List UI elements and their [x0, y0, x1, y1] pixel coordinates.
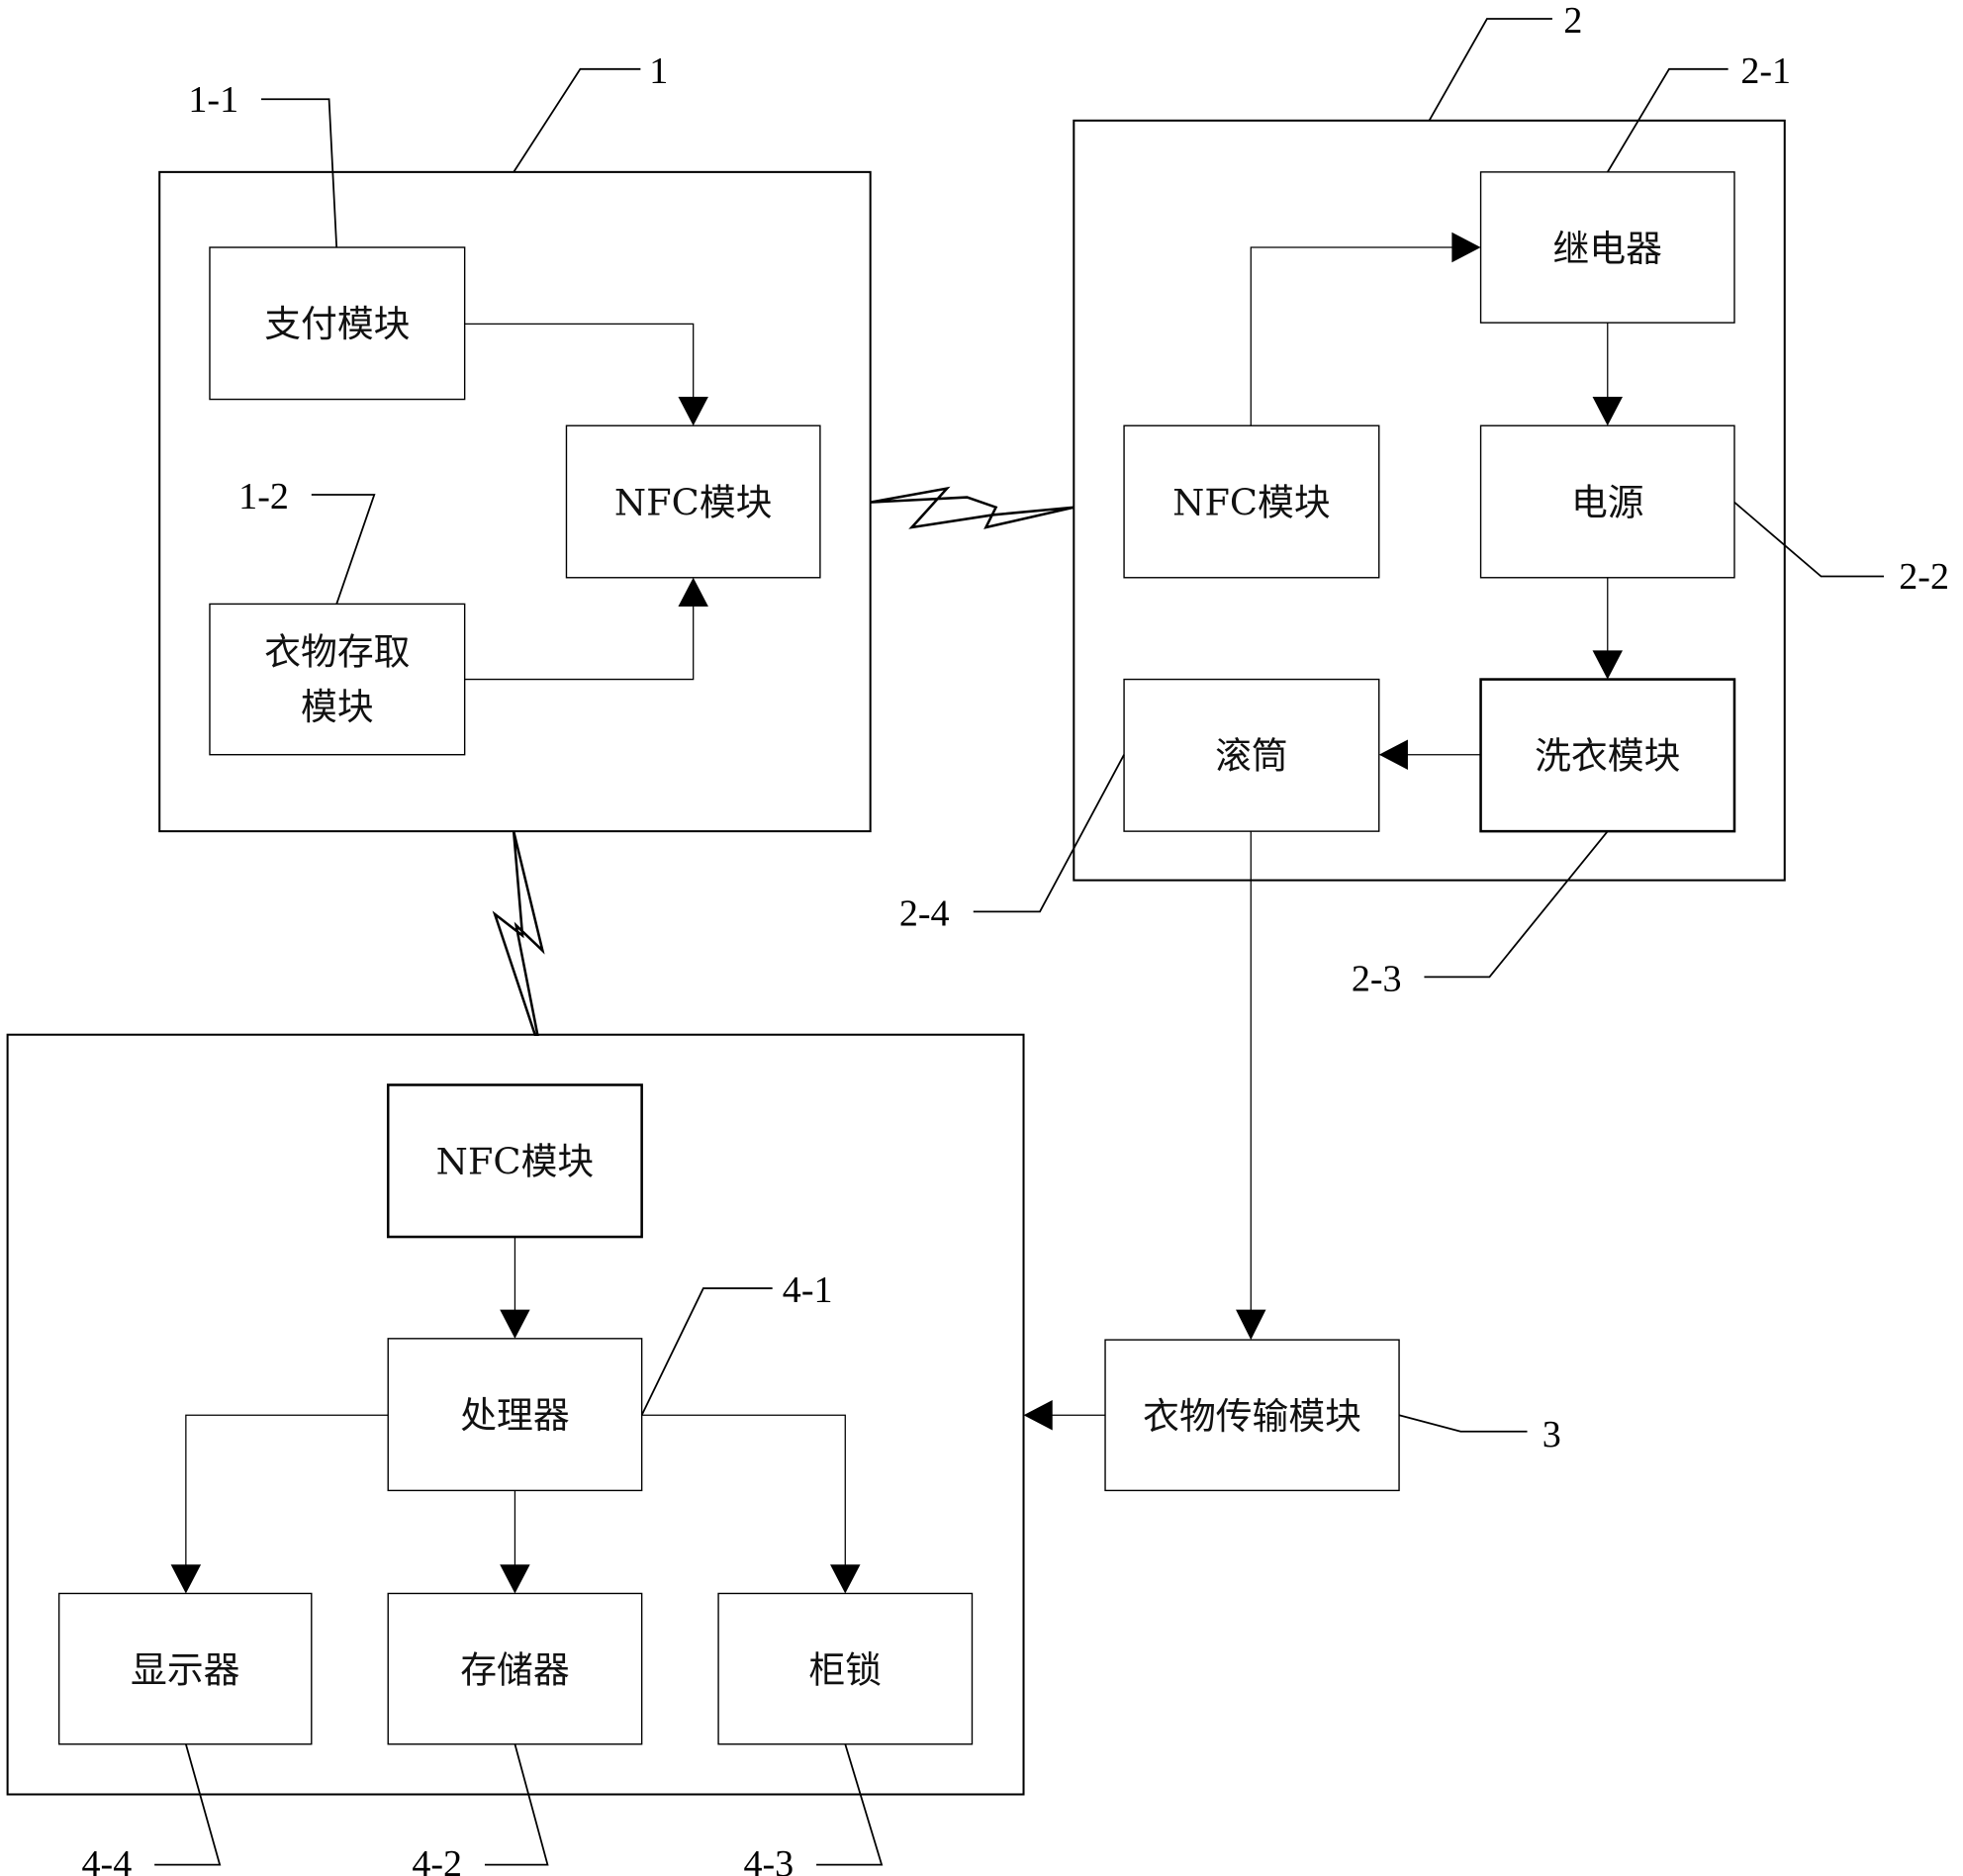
arrowhead-up-icon — [678, 577, 708, 607]
clothes-access-module-label-line-1: 衣物存取 — [264, 630, 410, 673]
nfc-module-unit-4-label: NFC模块 — [436, 1141, 595, 1183]
cabinet-lock-module-box — [717, 1592, 974, 1745]
ref-label-2: 2 — [1563, 0, 1582, 42]
ref-label-4-2: 4-2 — [412, 1843, 462, 1876]
unit-4: NFC模块 处理器 显示器 存储器 柜锁 4-1 4-4 — [6, 1033, 1025, 1876]
processor-module-label: 处理器 — [460, 1394, 569, 1437]
relay-module-label: 继电器 — [1553, 228, 1662, 270]
nfc-module-unit-2-label: NFC模块 — [1172, 481, 1331, 523]
ref-label-4-3: 4-3 — [743, 1843, 794, 1876]
clothes-transport-module-label: 衣物传输模块 — [1143, 1395, 1361, 1438]
arrowhead-down-icon — [500, 1564, 530, 1594]
memory-module-box — [387, 1592, 643, 1745]
wireless-link-icon — [492, 830, 545, 1036]
leader-4-4 — [154, 1743, 222, 1866]
leader-1 — [513, 67, 641, 173]
leader-2-4 — [973, 754, 1125, 913]
nfc-module-unit-1: NFC模块 — [565, 424, 821, 579]
ref-label-2-4: 2-4 — [899, 892, 950, 934]
leader-2-1 — [1607, 67, 1729, 173]
memory-module-label: 存储器 — [460, 1649, 569, 1692]
ref-label-3: 3 — [1542, 1414, 1561, 1455]
arrowhead-right-icon — [1451, 232, 1481, 263]
nfc-module-unit-1-label: NFC模块 — [614, 481, 773, 523]
arrowhead-left-icon — [1023, 1400, 1053, 1431]
leader-2 — [1428, 18, 1552, 122]
arrowhead-down-icon — [1592, 397, 1624, 426]
ref-label-4-1: 4-1 — [783, 1269, 833, 1311]
leader-4-3 — [816, 1743, 884, 1866]
washing-module-box — [1479, 678, 1736, 833]
clothes-access-module-label-line-2: 模块 — [301, 686, 374, 728]
unit-2: 继电器 NFC模块 电源 滚筒 洗衣模块 2 2-1 — [899, 0, 1949, 999]
drum-module-label: 滚筒 — [1215, 735, 1288, 778]
edge-payment-to-nfc — [464, 323, 695, 403]
payment-module-label: 支付模块 — [264, 303, 410, 345]
cabinet-lock-module: 柜锁 — [717, 1592, 974, 1745]
display-module-box — [57, 1592, 313, 1745]
clothes-transport-module: 衣物传输模块 — [1104, 1339, 1400, 1492]
nfc-module-unit-4: NFC模块 — [386, 1083, 643, 1239]
drum-module: 滚筒 — [1123, 678, 1380, 832]
nfc-module-unit-2: NFC模块 — [1123, 424, 1380, 579]
arrowhead-down-icon — [170, 1564, 202, 1594]
processor-module-box — [387, 1338, 643, 1492]
ref-label-1-2: 1-2 — [238, 476, 289, 517]
cabinet-lock-module-label: 柜锁 — [808, 1649, 882, 1692]
arrowhead-down-icon — [1236, 1309, 1266, 1341]
ref-label-4-4: 4-4 — [82, 1843, 133, 1876]
ref-label-1: 1 — [649, 50, 668, 92]
payment-module-box — [209, 246, 466, 401]
power-module: 电源 — [1479, 424, 1735, 579]
relay-module-box — [1479, 171, 1735, 324]
washing-module-label: 洗衣模块 — [1535, 735, 1680, 778]
drum-module-box — [1123, 678, 1380, 832]
nfc-module-unit-2-box — [1123, 424, 1380, 579]
arrowhead-down-icon — [678, 397, 708, 426]
power-module-box — [1479, 424, 1735, 579]
edge-processor-to-display — [185, 1414, 389, 1570]
leader-1-1 — [261, 98, 338, 248]
display-module-label: 显示器 — [131, 1649, 239, 1692]
payment-module: 支付模块 — [209, 246, 466, 401]
arrowhead-down-icon — [830, 1564, 861, 1594]
washing-module: 洗衣模块 — [1479, 678, 1736, 833]
unit-3: 衣物传输模块 3 — [1023, 1339, 1561, 1492]
memory-module: 存储器 — [387, 1592, 643, 1745]
clothes-access-module-box — [209, 603, 466, 756]
processor-module: 处理器 — [387, 1338, 643, 1492]
leader-4-1 — [640, 1287, 773, 1416]
power-module-label: 电源 — [1571, 481, 1644, 523]
arrowhead-down-icon — [500, 1309, 530, 1339]
ref-label-2-3: 2-3 — [1352, 958, 1402, 999]
nfc-module-unit-1-box — [565, 424, 821, 579]
unit-1: 支付模块 NFC模块 衣物存取 模块 1 1-1 1-2 — [158, 50, 872, 833]
nfc-module-unit-4-box — [386, 1083, 643, 1239]
wireless-link-icon — [870, 486, 1075, 529]
leader-2-2 — [1733, 501, 1885, 578]
arrowhead-left-icon — [1378, 739, 1408, 770]
ref-label-1-1: 1-1 — [188, 79, 238, 121]
unit-4-frame — [6, 1033, 1025, 1796]
ref-label-2-1: 2-1 — [1740, 50, 1791, 92]
leader-4-2 — [484, 1743, 549, 1866]
clothes-transport-module-box — [1104, 1339, 1400, 1492]
relay-module: 继电器 — [1479, 171, 1735, 324]
edge-nfc-to-relay — [1250, 246, 1457, 426]
display-module: 显示器 — [57, 1592, 313, 1745]
leader-3 — [1398, 1414, 1528, 1433]
edge-access-to-nfc — [464, 603, 695, 681]
leader-1-2 — [311, 494, 376, 605]
ref-label-2-2: 2-2 — [1899, 556, 1949, 598]
edge-processor-to-lock — [641, 1414, 846, 1570]
leader-2-3 — [1424, 830, 1609, 979]
clothes-access-module: 衣物存取 模块 — [209, 603, 466, 756]
arrowhead-down-icon — [1592, 650, 1624, 680]
